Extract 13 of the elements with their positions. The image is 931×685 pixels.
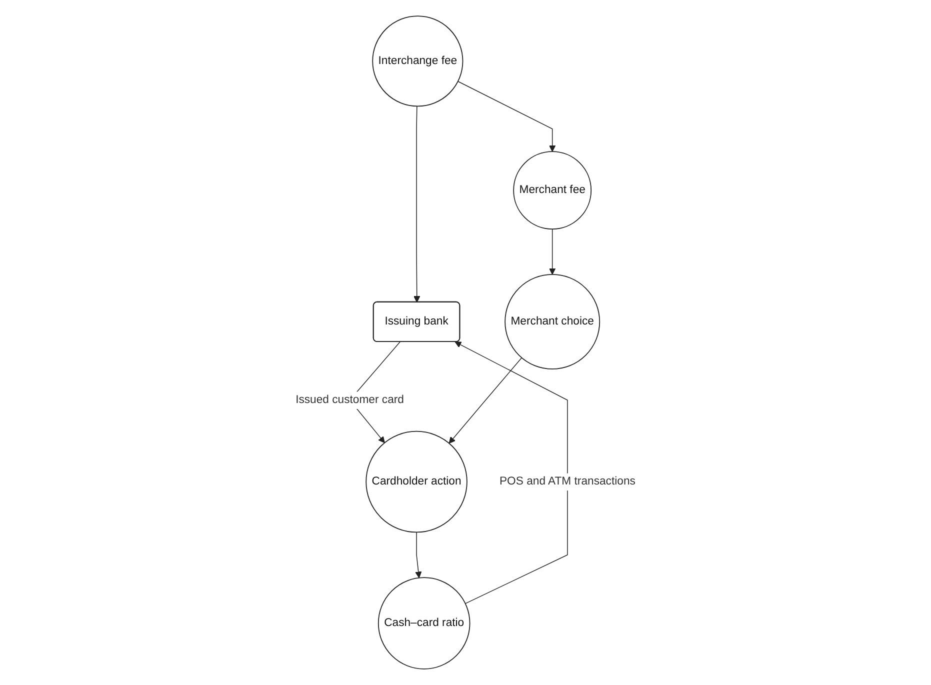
- arrow: [415, 532, 422, 578]
- node-circle: Merchant choice: [504, 274, 600, 370]
- arrow: [454, 342, 568, 604]
- arrow: [549, 228, 556, 275]
- node-circle: Cash–card ratio: [378, 577, 470, 670]
- node-circle: Merchant fee: [513, 151, 592, 230]
- arrow: [458, 81, 556, 152]
- edge-label: POS and ATM transactions: [499, 474, 636, 488]
- arrow: [448, 357, 522, 444]
- node-circle: Cardholder action: [366, 430, 468, 533]
- edge-label: Issued customer card: [296, 393, 404, 406]
- node-circle: Interchange fee: [372, 16, 464, 107]
- arrow: [414, 106, 420, 303]
